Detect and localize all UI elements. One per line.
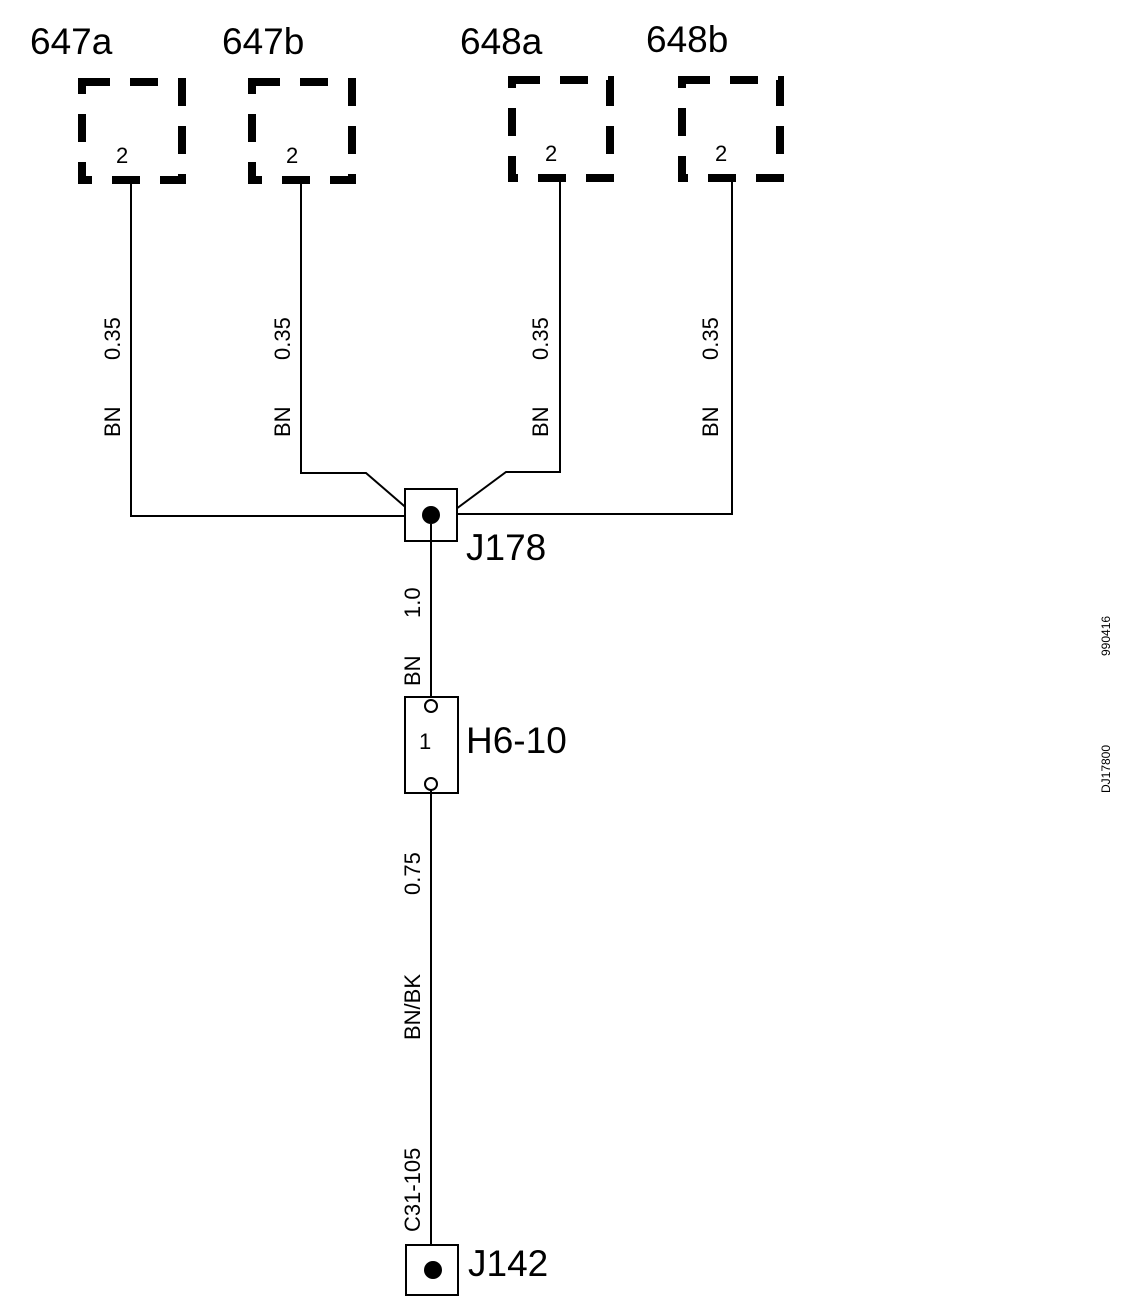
connector-h6-10-pin: 1 (419, 729, 431, 754)
wire-647a-gauge: 0.35 (100, 317, 125, 360)
component-647b-label: 647b (222, 21, 304, 62)
wire-648a (455, 180, 561, 510)
side-code-a: 990416 (1099, 616, 1113, 656)
wire-647b-gauge: 0.35 (270, 317, 295, 360)
wire-647a (130, 182, 405, 517)
wire-lower-color: BN/BK (400, 974, 425, 1040)
wire-647a-labels: 0.35 BN (100, 317, 125, 437)
wire-648a-color: BN (528, 406, 553, 437)
component-647a: 647a 2 (30, 21, 186, 184)
splice-j178-label: J178 (466, 527, 546, 568)
side-code-b: DJ17800 (1099, 745, 1113, 793)
splice-j178: J178 (404, 488, 546, 568)
connector-h6-10-label: H6-10 (466, 720, 567, 761)
component-648b-outline (678, 76, 784, 182)
component-648a: 648a 2 (460, 21, 614, 182)
connector-h6-10-body (404, 696, 459, 794)
connector-h6-10-bottom-terminal (424, 777, 438, 791)
splice-j142-label: J142 (468, 1243, 548, 1284)
splice-j142-dot (424, 1261, 442, 1279)
component-648a-outline (508, 76, 614, 182)
connector-h6-10: 1 H6-10 (404, 696, 567, 794)
splice-j142: J142 (405, 1243, 548, 1296)
wire-648a-gauge: 0.35 (528, 317, 553, 360)
component-647a-pin: 2 (116, 143, 128, 168)
wire-lower-gauge: 0.75 (400, 852, 425, 895)
component-648a-label: 648a (460, 21, 543, 62)
component-647a-label: 647a (30, 21, 113, 62)
wire-647b (300, 182, 411, 512)
wire-trunk-color: BN (400, 655, 425, 686)
component-647b-outline (248, 78, 356, 184)
wire-648b-labels: 0.35 BN (698, 317, 723, 437)
wire-trunk-labels: 1.0 BN (400, 587, 425, 686)
wire-lower-circuit: C31-105 (400, 1148, 425, 1232)
component-647a-outline (78, 78, 186, 184)
splice-j178-dot (422, 506, 440, 524)
component-648b-pin: 2 (715, 141, 727, 166)
wire-648b-color: BN (698, 406, 723, 437)
wire-lower-labels: 0.75 BN/BK C31-105 (400, 852, 425, 1232)
component-648b: 648b 2 (646, 19, 784, 182)
wire-trunk-gauge: 1.0 (400, 587, 425, 618)
connector-h6-10-top-terminal (424, 699, 438, 713)
component-648a-pin: 2 (545, 141, 557, 166)
wire-647a-color: BN (100, 406, 125, 437)
component-648b-label: 648b (646, 19, 728, 60)
component-647b: 647b 2 (222, 21, 356, 184)
wire-647b-labels: 0.35 BN (270, 317, 295, 437)
wire-648b (458, 180, 733, 515)
wire-648a-labels: 0.35 BN (528, 317, 553, 437)
wire-648b-gauge: 0.35 (698, 317, 723, 360)
wire-647b-color: BN (270, 406, 295, 437)
component-647b-pin: 2 (286, 143, 298, 168)
